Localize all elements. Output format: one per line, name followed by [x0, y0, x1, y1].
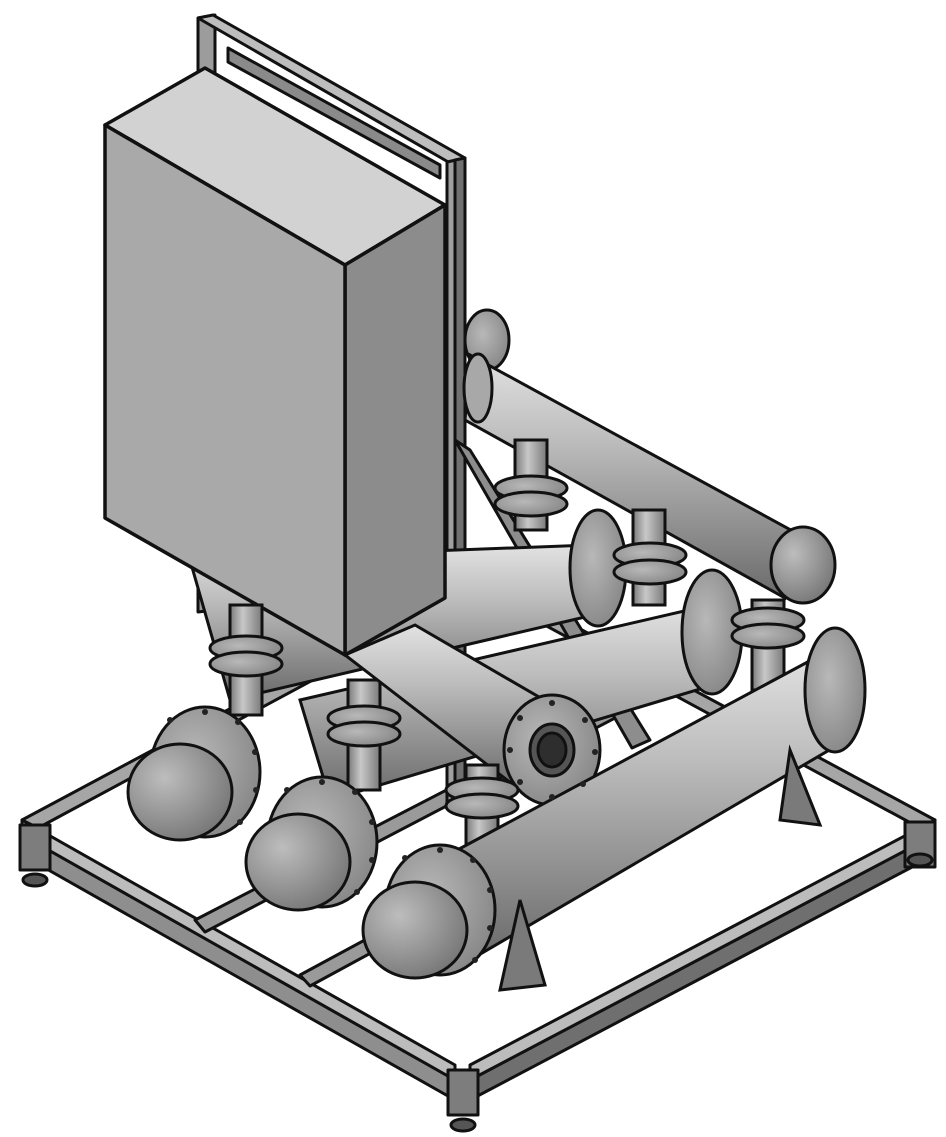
end-cap-3 — [361, 843, 497, 980]
end-cap-1 — [126, 705, 262, 842]
control-panel-enclosure — [103, 66, 447, 657]
flanged-outlet — [342, 623, 602, 807]
reactor-vessel-3 — [417, 598, 867, 992]
left-risers — [208, 603, 402, 792]
end-cap-2 — [244, 775, 379, 912]
flange-bolts — [167, 700, 598, 963]
upper-header-pipe — [462, 308, 837, 605]
